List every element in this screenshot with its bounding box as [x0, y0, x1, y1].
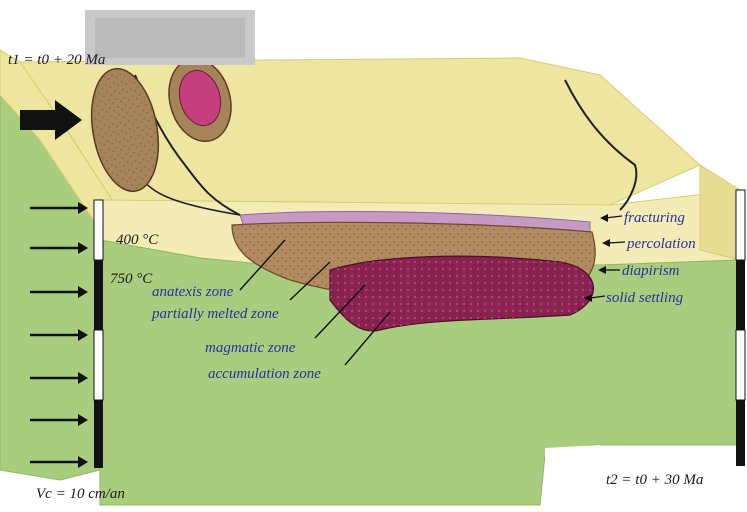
block-right-face — [700, 165, 740, 260]
t2-label: t2 = t0 + 30 Ma — [606, 472, 703, 488]
velocity-label: Vc = 10 cm/an — [36, 486, 125, 502]
fracturing-label: fracturing — [624, 210, 685, 226]
t1-label: t1 = t0 + 20 Ma — [8, 52, 105, 68]
scale-bar-left — [94, 200, 103, 468]
isotherm-750-label: 750 °C — [110, 271, 153, 287]
isotherm-400-label: 400 °C — [116, 232, 159, 248]
bottom-notch — [545, 445, 600, 507]
percolation-label: percolation — [626, 236, 696, 252]
diapirism-label: diapirism — [622, 263, 680, 279]
partially-melted-zone-label: partially melted zone — [151, 306, 279, 322]
top-grey-patch-inner — [95, 18, 245, 58]
scale-bar-right — [736, 190, 745, 466]
solid-settling-label: solid settling — [606, 290, 684, 306]
magmatic-zone-label: magmatic zone — [205, 340, 296, 356]
accumulation-zone-label: accumulation zone — [208, 366, 321, 382]
anatexis-zone-label: anatexis zone — [152, 284, 234, 300]
